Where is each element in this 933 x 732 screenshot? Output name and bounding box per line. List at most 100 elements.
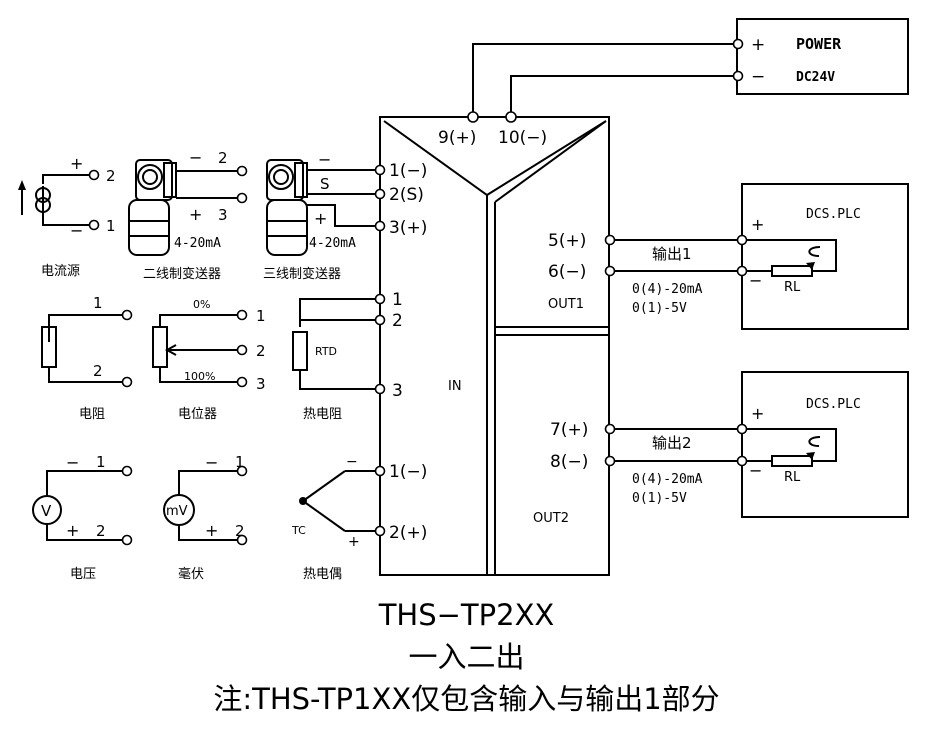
- cs-pin-1: 1: [106, 217, 116, 235]
- module-triangle: [383, 120, 607, 197]
- terminal-10: [505, 111, 517, 123]
- section-out1-label: OUT1: [548, 297, 584, 312]
- tc-junction-dot: [299, 497, 307, 505]
- voltage-symbol: V: [41, 502, 52, 520]
- resistor-pin-1: 1: [93, 294, 103, 312]
- mv-plus: +: [205, 521, 218, 540]
- dcs-1-plus: +: [751, 215, 764, 234]
- pot-top-pct: 0%: [193, 298, 210, 311]
- power-voltage: DC24V: [796, 70, 835, 85]
- output-1-range-ma: 0(4)-20mA: [632, 282, 703, 297]
- arrow-up-icon: [18, 180, 26, 190]
- mv-minus: −: [205, 453, 218, 472]
- tc-plus: +: [348, 534, 360, 550]
- rl-2-label: RL: [784, 470, 801, 485]
- terminal-tc-1: [374, 465, 386, 477]
- note-caption: 注:THS-TP1XX仅包含输入与输出1部分: [213, 682, 720, 716]
- resistor-label: 电阻: [79, 407, 105, 422]
- pot-pin-3: 3: [256, 375, 266, 393]
- terminal-tc-2: [374, 525, 386, 537]
- rtd-element: RTD: [315, 345, 337, 358]
- power-box: [736, 18, 909, 95]
- terminal-in-3: [374, 220, 386, 232]
- terminal-8-label: 8(−): [550, 452, 588, 472]
- potentiometer-label: 电位器: [178, 407, 217, 422]
- dcs-2-plus: +: [751, 404, 764, 423]
- three-wire-minus: −: [318, 150, 331, 169]
- terminal-r-1: [374, 293, 386, 305]
- output-1-label: 输出1: [652, 245, 692, 263]
- terminal-6-label: 6(−): [548, 262, 586, 282]
- terminal-6: [604, 265, 616, 277]
- pot-pin-2: 2: [256, 342, 266, 360]
- thermocouple-label: 热电偶: [303, 567, 342, 582]
- output-2-label: 输出2: [652, 434, 692, 452]
- dcs-box-2: [741, 371, 909, 518]
- terminal-r-2-label: 2: [392, 311, 403, 331]
- voltage-pin-1: 1: [96, 453, 106, 471]
- two-wire-pin-2: 2: [218, 149, 228, 167]
- terminal-9-label: 9(+): [438, 128, 476, 148]
- voltage-minus: −: [66, 453, 79, 472]
- terminal-in-2: [374, 188, 386, 200]
- terminal-tc-2-label: 2(+): [389, 523, 427, 543]
- millivolt-symbol: mV: [166, 504, 188, 519]
- dcs-1-label: DCS.PLC: [806, 207, 861, 222]
- terminal-r-1-label: 1: [392, 290, 403, 310]
- terminal-8: [604, 455, 616, 467]
- section-in-label: IN: [448, 379, 462, 394]
- three-wire-label: 三线制变送器: [263, 266, 341, 282]
- terminal-in-1-label: 1(−): [389, 161, 427, 181]
- rl-1-label: RL: [784, 280, 801, 295]
- cs-pin-2: 2: [106, 167, 116, 185]
- terminal-in-2-label: 2(S): [389, 185, 424, 205]
- dcs-2-minus: −: [749, 461, 762, 480]
- millivolt-label: 毫伏: [178, 566, 204, 582]
- terminal-in-1: [374, 164, 386, 176]
- section-out2-label: OUT2: [533, 511, 569, 526]
- three-wire-s: S: [320, 175, 330, 193]
- three-wire-plus: +: [314, 209, 327, 228]
- dcs-2-label: DCS.PLC: [806, 397, 861, 412]
- two-wire-range: 4-20mA: [174, 236, 221, 251]
- terminal-tc-1-label: 1(−): [389, 462, 427, 482]
- mv-pin-1: 1: [235, 453, 245, 471]
- cs-plus: +: [70, 154, 83, 173]
- terminal-5: [604, 234, 616, 246]
- terminal-9: [467, 111, 479, 123]
- pot-bottom-pct: 100%: [184, 370, 215, 383]
- output-2-range-v: 0(1)-5V: [632, 491, 687, 506]
- model-caption: THS−TP2XX: [378, 598, 555, 632]
- dcs-1-minus: −: [749, 271, 762, 290]
- two-wire-plus: +: [189, 205, 202, 224]
- two-wire-label: 二线制变送器: [143, 266, 221, 282]
- tc-minus: −: [346, 454, 358, 470]
- cs-minus: −: [70, 221, 83, 240]
- mode-caption: 一入二出: [408, 640, 525, 674]
- terminal-7-label: 7(+): [550, 420, 588, 440]
- power-plus-label: +: [751, 35, 765, 55]
- terminal-r-3: [374, 383, 386, 395]
- dcs-box-1: [741, 183, 909, 330]
- pot-pin-1: 1: [256, 307, 266, 325]
- power-minus-label: −: [751, 67, 765, 87]
- voltage-plus: +: [66, 521, 79, 540]
- voltage-pin-2: 2: [96, 522, 106, 540]
- power-minus-terminal: [732, 70, 744, 82]
- mv-pin-2: 2: [235, 522, 245, 540]
- power-title: POWER: [796, 35, 842, 53]
- resistor-pin-2: 2: [93, 362, 103, 380]
- terminal-in-3-label: 3(+): [389, 218, 427, 238]
- two-wire-minus: −: [189, 148, 202, 167]
- voltage-label: 电压: [70, 567, 96, 582]
- output-1-range-v: 0(1)-5V: [632, 301, 687, 316]
- terminal-10-label: 10(−): [498, 128, 547, 148]
- power-plus-terminal: [732, 38, 744, 50]
- terminal-5-label: 5(+): [548, 231, 586, 251]
- two-wire-pin-3: 3: [218, 206, 228, 224]
- current-source-label: 电流源: [41, 264, 80, 279]
- terminal-r-3-label: 3: [392, 381, 403, 401]
- terminal-7: [604, 423, 616, 435]
- terminal-r-2: [374, 314, 386, 326]
